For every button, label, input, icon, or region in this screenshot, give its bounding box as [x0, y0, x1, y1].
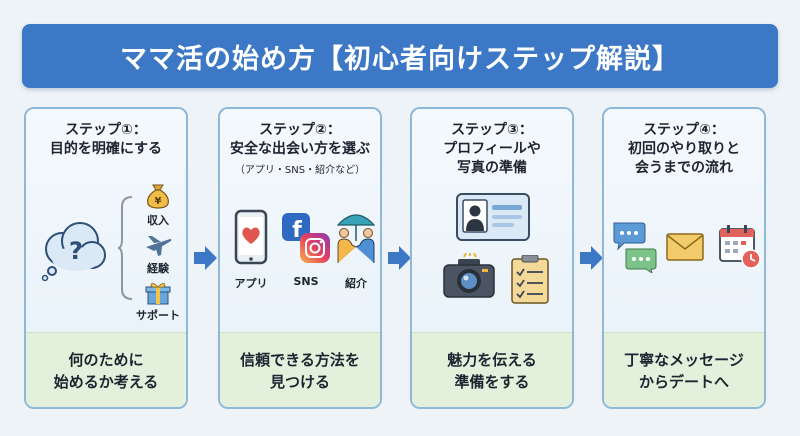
svg-text:f: f — [292, 218, 302, 241]
calendar-icon — [719, 225, 761, 269]
step-card-3: ステップ③： プロフィールや 写真の準備 — [410, 107, 574, 409]
purpose-label-experience: 経験 — [147, 262, 169, 275]
method-label-sns: SNS — [293, 275, 319, 288]
step-card-body: ステップ④： 初回のやり取りと 会うまでの流れ — [604, 109, 764, 332]
id-card-icon — [456, 193, 530, 241]
page-title: ママ活の始め方【初心者向けステップ解説】 — [22, 24, 778, 88]
step-card-4: ステップ④： 初回のやり取りと 会うまでの流れ 丁寧なメッセージ からデートへ — [602, 107, 766, 409]
step-title: ステップ④： 初回のやり取りと 会うまでの流れ — [628, 122, 740, 176]
step-summary-box: 信頼できる方法を 見つける — [220, 332, 380, 407]
svg-text:¥: ¥ — [155, 196, 162, 207]
method-label-referral: 紹介 — [345, 277, 367, 290]
facebook-icon: f — [282, 213, 310, 241]
step-card-2: ステップ②： 安全な出会い方を選ぶ （アプリ・SNS・紹介など） アプリ f — [218, 107, 382, 409]
step-summary: 信頼できる方法を 見つける — [240, 351, 360, 391]
brace-connector — [118, 196, 133, 300]
step-card-body: ステップ①： 目的を明確にする ? ¥ 収入 経験 — [26, 109, 186, 332]
instagram-icon — [300, 233, 330, 263]
step-subtitle: （アプリ・SNS・紹介など） — [234, 165, 366, 176]
step-card-body: ステップ③： プロフィールや 写真の準備 — [412, 109, 572, 332]
step-title: ステップ①： 目的を明確にする — [49, 122, 163, 157]
step-summary-box: 魅力を伝える 準備をする — [412, 332, 572, 407]
arrow-right-icon — [580, 246, 603, 270]
smartphone-heart-icon — [234, 209, 268, 265]
step-card-1: ステップ①： 目的を明確にする ? ¥ 収入 経験 — [24, 107, 188, 409]
airplane-icon — [146, 236, 172, 256]
step-summary: 丁寧なメッセージ からデートへ — [624, 351, 744, 391]
envelope-icon — [666, 233, 704, 261]
step-summary-box: 丁寧なメッセージ からデートへ — [604, 332, 764, 407]
step-summary: 何のために 始めるか考える — [53, 351, 159, 391]
method-label-app: アプリ — [234, 277, 268, 290]
step-card-body: ステップ②： 安全な出会い方を選ぶ （アプリ・SNS・紹介など） アプリ f — [220, 109, 380, 332]
arrow-right-icon — [388, 246, 411, 270]
step-title: ステップ②： 安全な出会い方を選ぶ — [230, 122, 370, 157]
purpose-label-income: 収入 — [147, 214, 169, 227]
question-cloud-icon: ? — [41, 222, 106, 281]
chat-bubbles-icon — [613, 222, 657, 273]
step-summary-box: 何のために 始めるか考える — [26, 332, 186, 407]
money-bag-icon: ¥ — [147, 184, 169, 209]
step-summary: 魅力を伝える 準備をする — [447, 351, 537, 391]
svg-text:?: ? — [69, 237, 83, 265]
gift-icon — [145, 283, 171, 305]
purpose-label-support: サポート — [136, 309, 180, 322]
handshake-umbrella-icon — [336, 214, 376, 263]
step-title: ステップ③： プロフィールや 写真の準備 — [443, 122, 541, 176]
checklist-icon — [511, 255, 549, 304]
arrow-right-icon — [194, 246, 217, 270]
camera-icon — [443, 253, 495, 298]
